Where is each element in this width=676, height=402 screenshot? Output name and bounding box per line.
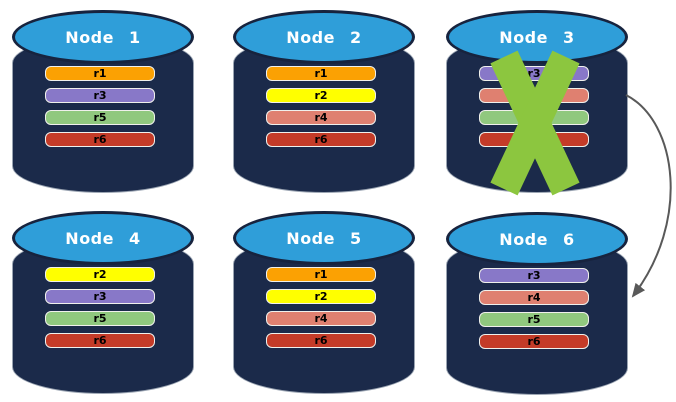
node-1-title: Node 1 bbox=[65, 27, 141, 47]
replica-label: r6 bbox=[314, 334, 328, 347]
node-5-replica-list: r1 r2 r4 r6 bbox=[266, 267, 376, 355]
node-4: Node 4 r2 r3 r5 r6 bbox=[12, 211, 194, 394]
node-3: Node 3 r3 bbox=[446, 10, 628, 196]
replica-bar: r2 bbox=[266, 289, 376, 304]
replica-bar: r4 bbox=[479, 290, 589, 305]
node-6-replica-list: r3 r4 r5 r6 bbox=[479, 268, 589, 356]
replica-label: r2 bbox=[314, 89, 328, 102]
node-6-title: Node 6 bbox=[499, 229, 575, 249]
node-3-cylinder-top: Node 3 bbox=[446, 10, 628, 64]
node-4-replica-list: r2 r3 r5 r6 bbox=[45, 267, 155, 355]
replica-label: r3 bbox=[527, 269, 541, 282]
node-5-title: Node 5 bbox=[286, 228, 362, 248]
replica-label: r6 bbox=[527, 335, 541, 348]
replica-bar bbox=[479, 110, 589, 125]
replica-label: r5 bbox=[93, 111, 107, 124]
replica-bar bbox=[479, 88, 589, 103]
replica-bar: r5 bbox=[479, 312, 589, 327]
node-3-replica-list: r3 bbox=[479, 66, 589, 154]
replica-bar bbox=[479, 132, 589, 147]
replica-bar: r3 bbox=[479, 268, 589, 283]
node-3-title: Node 3 bbox=[499, 27, 575, 47]
node-6: Node 6 r3 r4 r5 r6 bbox=[446, 212, 628, 395]
replica-bar: r1 bbox=[45, 66, 155, 81]
replica-label: r1 bbox=[314, 67, 328, 80]
replica-bar: r6 bbox=[266, 132, 376, 147]
node-5-cylinder-top: Node 5 bbox=[233, 211, 415, 265]
node-2-title: Node 2 bbox=[286, 27, 362, 47]
node-1: Node 1 r1 r3 r5 r6 bbox=[12, 10, 194, 193]
replica-bar: r6 bbox=[479, 334, 589, 349]
replica-label: r4 bbox=[314, 111, 328, 124]
replica-label: r2 bbox=[93, 268, 107, 281]
node-1-cylinder-top: Node 1 bbox=[12, 10, 194, 64]
replica-label: r3 bbox=[93, 290, 107, 303]
replica-bar: r1 bbox=[266, 267, 376, 282]
node-4-title: Node 4 bbox=[65, 228, 141, 248]
replica-bar: r1 bbox=[266, 66, 376, 81]
replica-bar: r5 bbox=[45, 110, 155, 125]
node-2-cylinder-top: Node 2 bbox=[233, 10, 415, 64]
replica-bar: r4 bbox=[266, 110, 376, 125]
replica-bar: r3 bbox=[479, 66, 589, 81]
node-2: Node 2 r1 r2 r4 r6 bbox=[233, 10, 415, 193]
replica-bar: r6 bbox=[45, 132, 155, 147]
replica-label: r4 bbox=[527, 291, 541, 304]
replica-label: r6 bbox=[314, 133, 328, 146]
replica-label: r6 bbox=[93, 133, 107, 146]
replica-label: r5 bbox=[527, 313, 541, 326]
replica-label: r1 bbox=[314, 268, 328, 281]
arrow-curve bbox=[625, 94, 672, 298]
node-4-cylinder-top: Node 4 bbox=[12, 211, 194, 265]
replica-bar: r3 bbox=[45, 289, 155, 304]
node-5: Node 5 r1 r2 r4 r6 bbox=[233, 211, 415, 394]
replica-label: r2 bbox=[314, 290, 328, 303]
replica-bar: r5 bbox=[45, 311, 155, 326]
replica-label: r3 bbox=[527, 67, 541, 80]
replica-bar: r4 bbox=[266, 311, 376, 326]
node-1-replica-list: r1 r3 r5 r6 bbox=[45, 66, 155, 154]
node-6-cylinder-top: Node 6 bbox=[446, 212, 628, 266]
replica-label: r3 bbox=[93, 89, 107, 102]
replica-label: r1 bbox=[93, 67, 107, 80]
replica-bar: r2 bbox=[266, 88, 376, 103]
replica-bar: r3 bbox=[45, 88, 155, 103]
replica-label: r4 bbox=[314, 312, 328, 325]
node-2-replica-list: r1 r2 r4 r6 bbox=[266, 66, 376, 154]
replica-bar: r6 bbox=[266, 333, 376, 348]
replica-bar: r6 bbox=[45, 333, 155, 348]
replica-label: r6 bbox=[93, 334, 107, 347]
replica-label: r5 bbox=[93, 312, 107, 325]
replica-bar: r2 bbox=[45, 267, 155, 282]
